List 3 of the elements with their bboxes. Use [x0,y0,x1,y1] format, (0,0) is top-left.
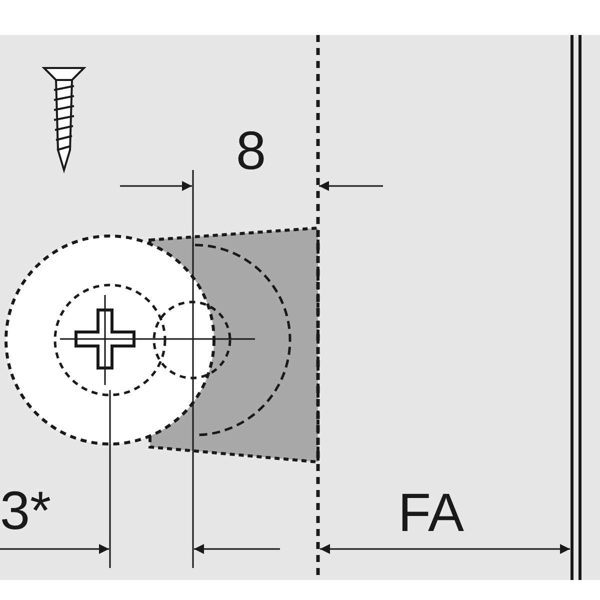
dimension-label: 3* [0,484,52,538]
dimension-label: 8 [236,124,266,178]
dimension-label: FA [398,486,464,540]
